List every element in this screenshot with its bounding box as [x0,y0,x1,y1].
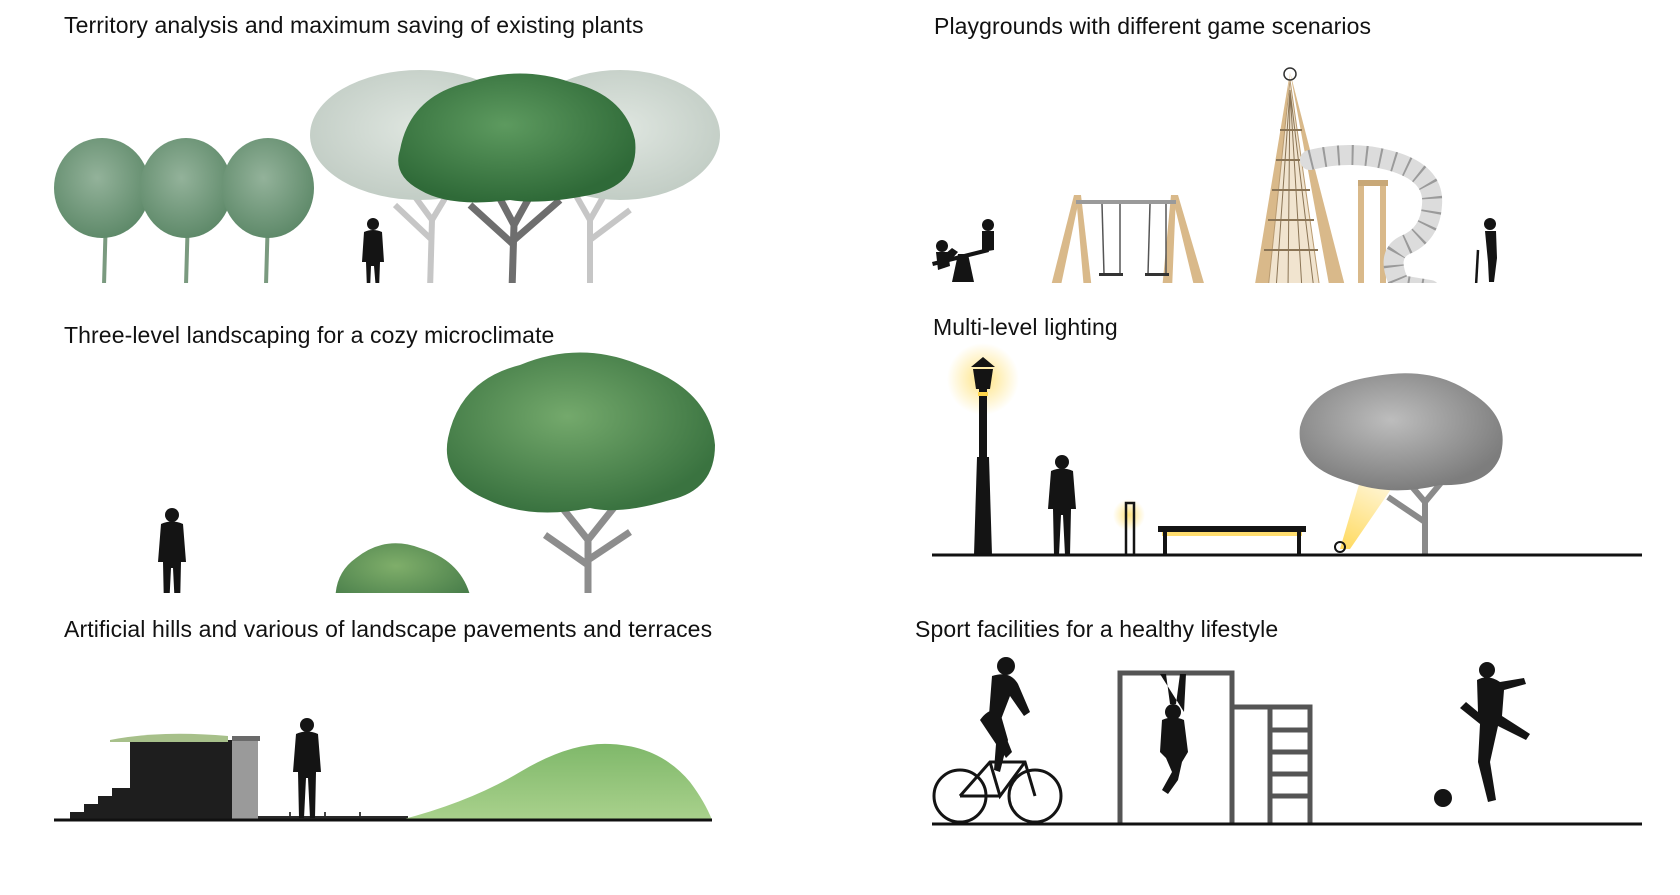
panel-playgrounds: Playgrounds with different game scenario… [840,0,1680,283]
bollard-light [1113,499,1145,557]
football-player [1434,662,1530,807]
person-hanging [1160,674,1188,794]
artificial-hill [400,743,712,820]
potted-tree-3 [222,138,314,283]
pavement-strip [258,812,408,820]
panel-plants: Territory analysis and maximum saving of… [0,0,840,283]
panel-title-hills: Artificial hills and various of landscap… [64,616,713,642]
seesaw-with-kids [932,219,994,282]
scene-playgrounds [932,67,1497,283]
shrub-layer [335,543,470,593]
tree-layer [446,352,715,593]
panel-hills: Artificial hills and various of landscap… [0,612,840,895]
existing-tree-main [398,73,636,283]
person-silhouette [362,218,384,283]
street-lamp [947,343,1019,555]
potted-tree-1 [54,138,150,283]
cyclist [932,657,1063,824]
panel-title-playgrounds: Playgrounds with different game scenario… [934,13,1372,39]
climbing-pyramid [1255,67,1388,283]
panel-sport: Sport facilities for a healthy lifestyle [840,612,1680,895]
panel-landscaping: Three-level landscaping for a cozy micro… [0,310,840,593]
potted-tree-2 [140,138,232,283]
pull-up-bar-frame [1117,670,1313,824]
terrace-steps [70,733,260,820]
person-silhouette [293,718,321,818]
scene-hills-and-terraces [54,718,712,822]
person-silhouette [158,508,186,593]
scooter-rider [1474,218,1497,283]
panel-title-sport: Sport facilities for a healthy lifestyle [915,616,1279,642]
person-silhouette [1048,455,1076,555]
lit-bench [1158,526,1306,555]
scene-sport-facilities [932,657,1642,826]
panel-lighting: Multi-level lighting [840,297,1680,580]
scene-three-level-landscaping [158,352,715,593]
panel-title-lighting: Multi-level lighting [933,314,1118,340]
swing-set [1051,195,1204,283]
scene-existing-plants [54,70,720,283]
tube-slide [1300,145,1443,283]
scene-multi-level-lighting [932,343,1642,557]
panel-title-plants: Territory analysis and maximum saving of… [64,12,644,38]
uplit-tree [1299,373,1503,555]
panel-title-landscaping: Three-level landscaping for a cozy micro… [64,322,555,348]
